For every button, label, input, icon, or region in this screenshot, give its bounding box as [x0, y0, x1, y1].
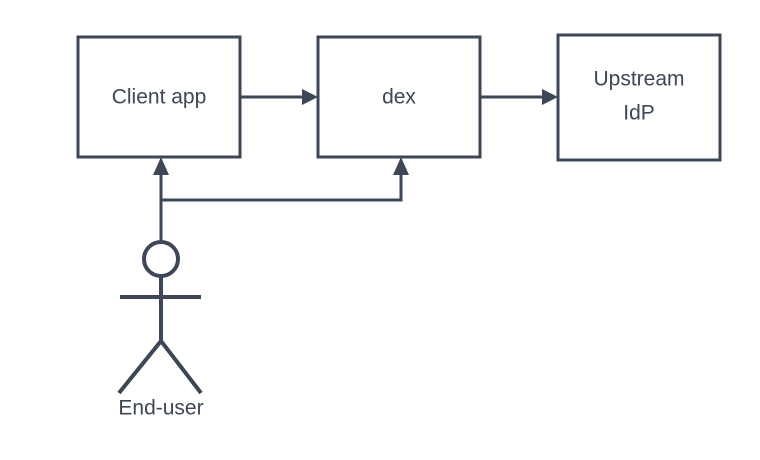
arrow-head-icon	[302, 89, 318, 105]
actor-left-leg-icon	[117, 339, 163, 395]
edge-end-user-to-dex-line	[161, 171, 403, 202]
actor-end-user[interactable]: End-user	[117, 240, 204, 420]
node-client-app[interactable]: Client app	[76, 35, 242, 159]
arrow-head-icon	[153, 157, 169, 175]
arrow-head-icon	[542, 89, 558, 105]
node-dex[interactable]: dex	[316, 35, 482, 159]
edge-client-app-to-dex	[240, 89, 318, 105]
arrow-head-icon	[393, 157, 409, 175]
node-upstream-idp-label-line-1: Upstream	[593, 68, 684, 91]
node-client-app-label: Client app	[112, 86, 207, 109]
actor-end-user-label: End-user	[118, 397, 203, 420]
node-upstream-idp-label-line-2: IdP	[623, 102, 655, 125]
edge-end-user-to-client-app	[153, 157, 169, 243]
node-dex-box[interactable]	[316, 35, 482, 159]
actor-right-leg-icon	[159, 339, 203, 395]
edge-dex-to-upstream-idp	[480, 89, 558, 105]
edge-end-user-to-dex	[161, 157, 409, 202]
node-upstream-idp-box[interactable]	[556, 33, 722, 162]
node-upstream-idp[interactable]: Upstream IdP	[556, 33, 722, 162]
actor-head-icon	[142, 240, 180, 278]
node-dex-label: dex	[382, 86, 416, 109]
node-client-app-box[interactable]	[76, 35, 242, 159]
